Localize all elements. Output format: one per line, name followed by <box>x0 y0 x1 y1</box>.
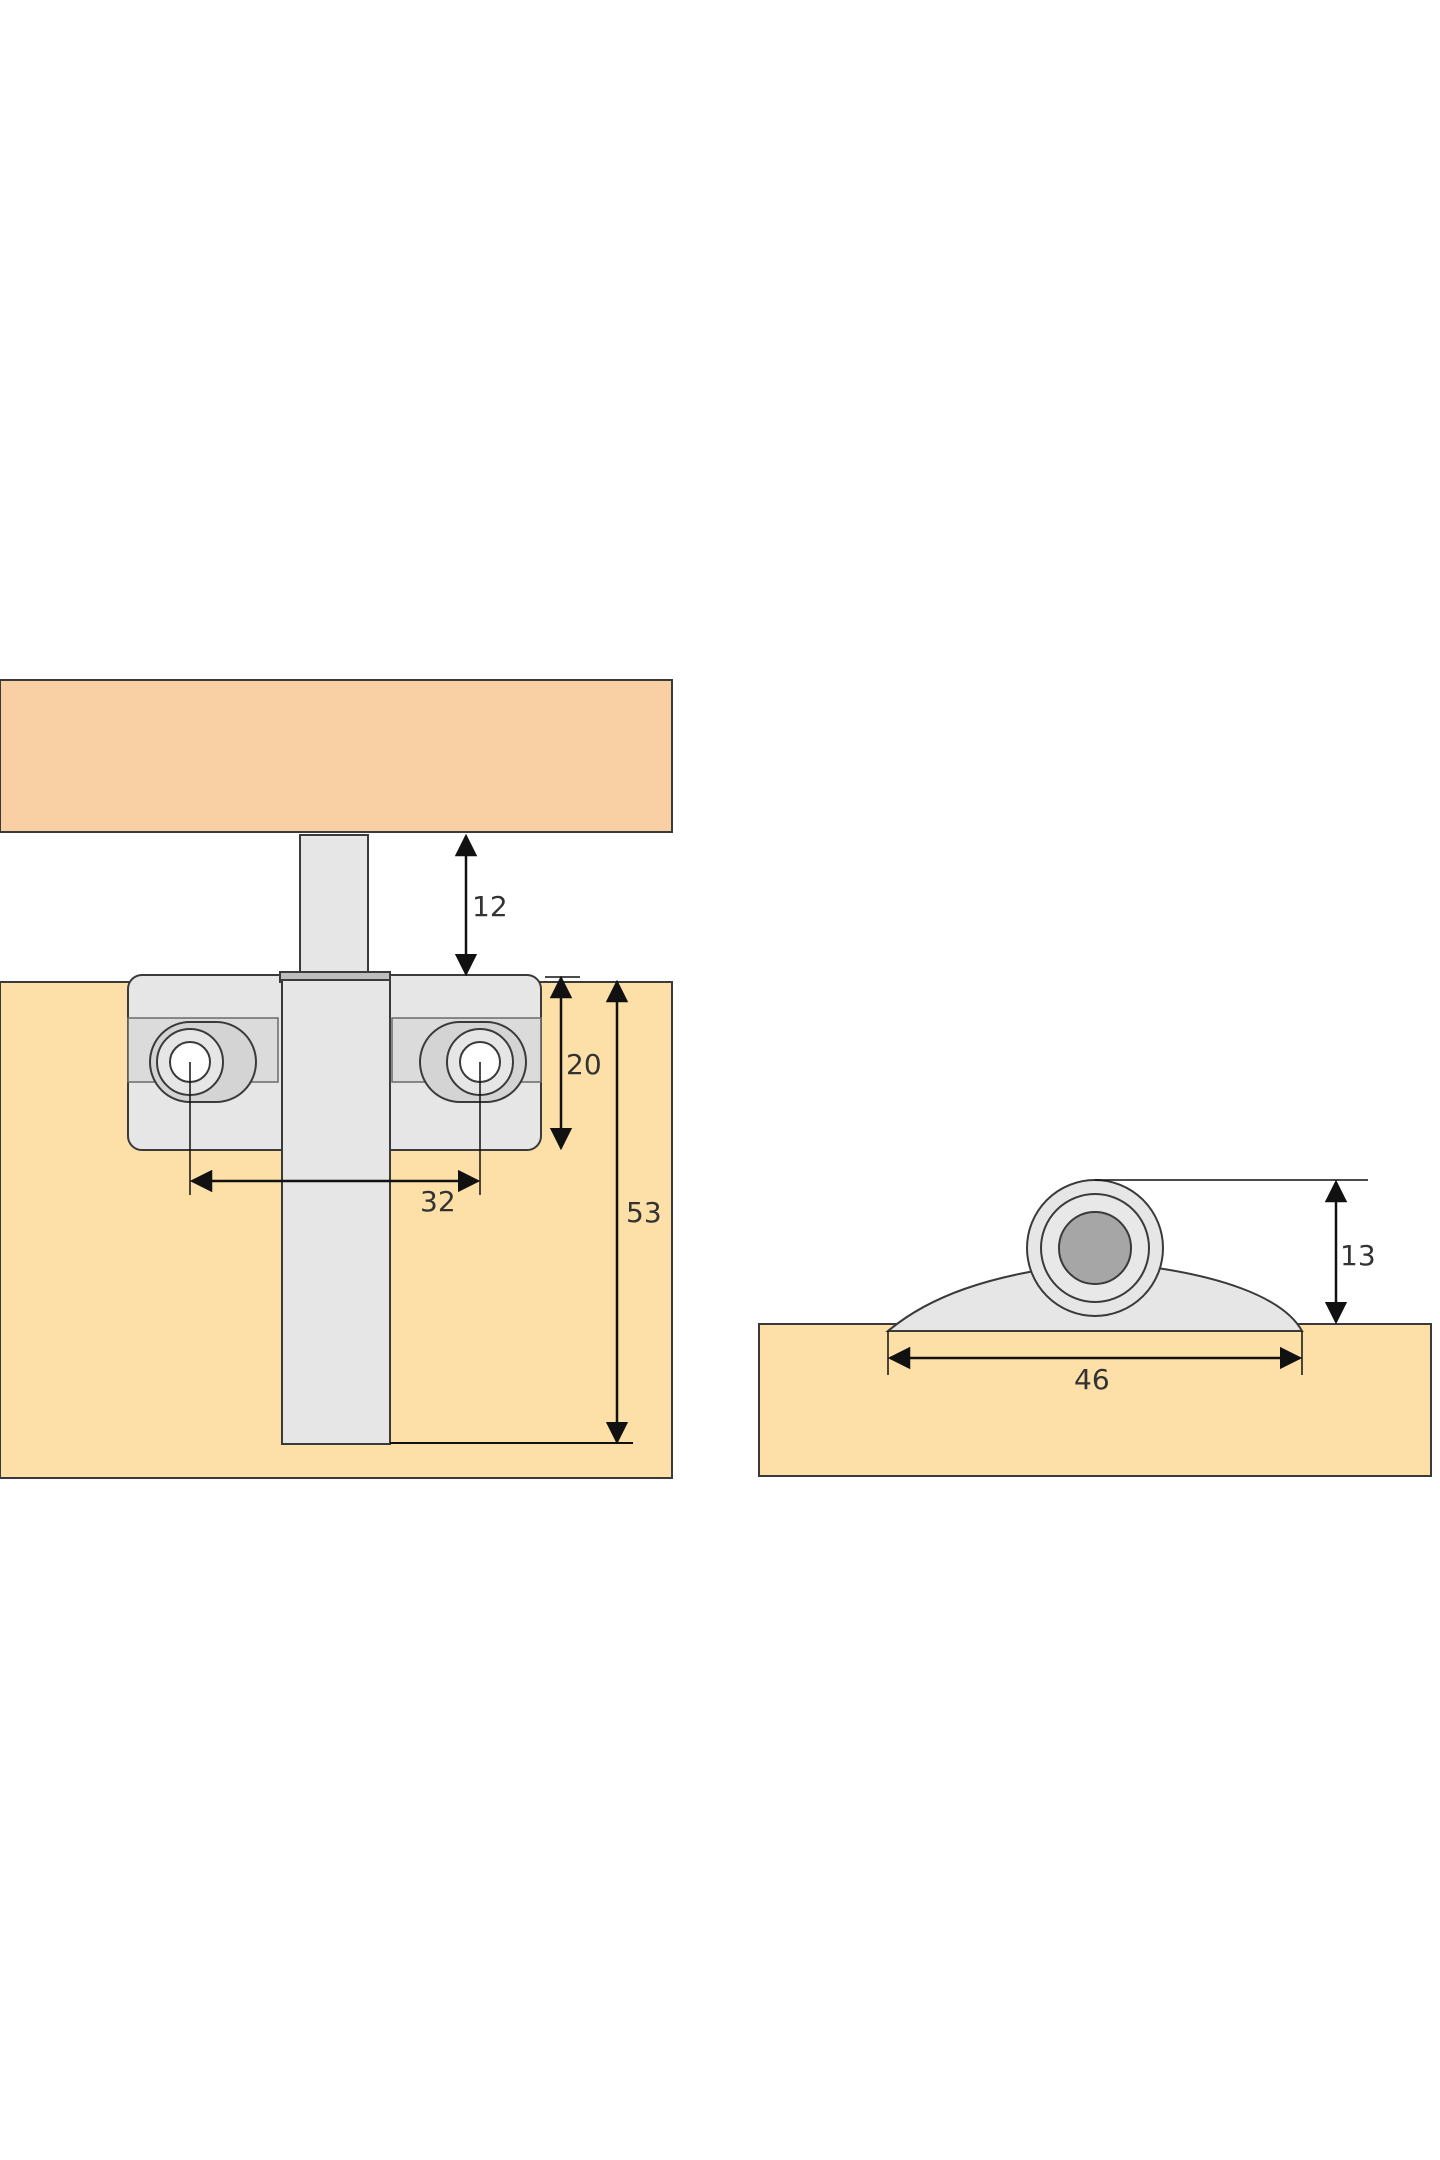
front-view-right: 13 46 <box>758 1179 1432 1477</box>
dim-label-striker-height: 13 <box>1340 1239 1376 1272</box>
dim-label-depth: 53 <box>626 1196 662 1229</box>
dim-label-striker-width: 46 <box>1074 1363 1110 1396</box>
cabinet-base-panel <box>758 1323 1432 1477</box>
plunger-body <box>281 979 391 1445</box>
door-panel <box>0 679 673 833</box>
plunger-pin <box>299 834 369 978</box>
side-view-left: 12 20 32 53 <box>0 679 673 1479</box>
dim-label-holes: 32 <box>420 1185 456 1218</box>
dim-label-gap: 12 <box>472 890 508 923</box>
striker-roller-core <box>1058 1211 1132 1285</box>
dim-label-plate: 20 <box>566 1048 602 1081</box>
